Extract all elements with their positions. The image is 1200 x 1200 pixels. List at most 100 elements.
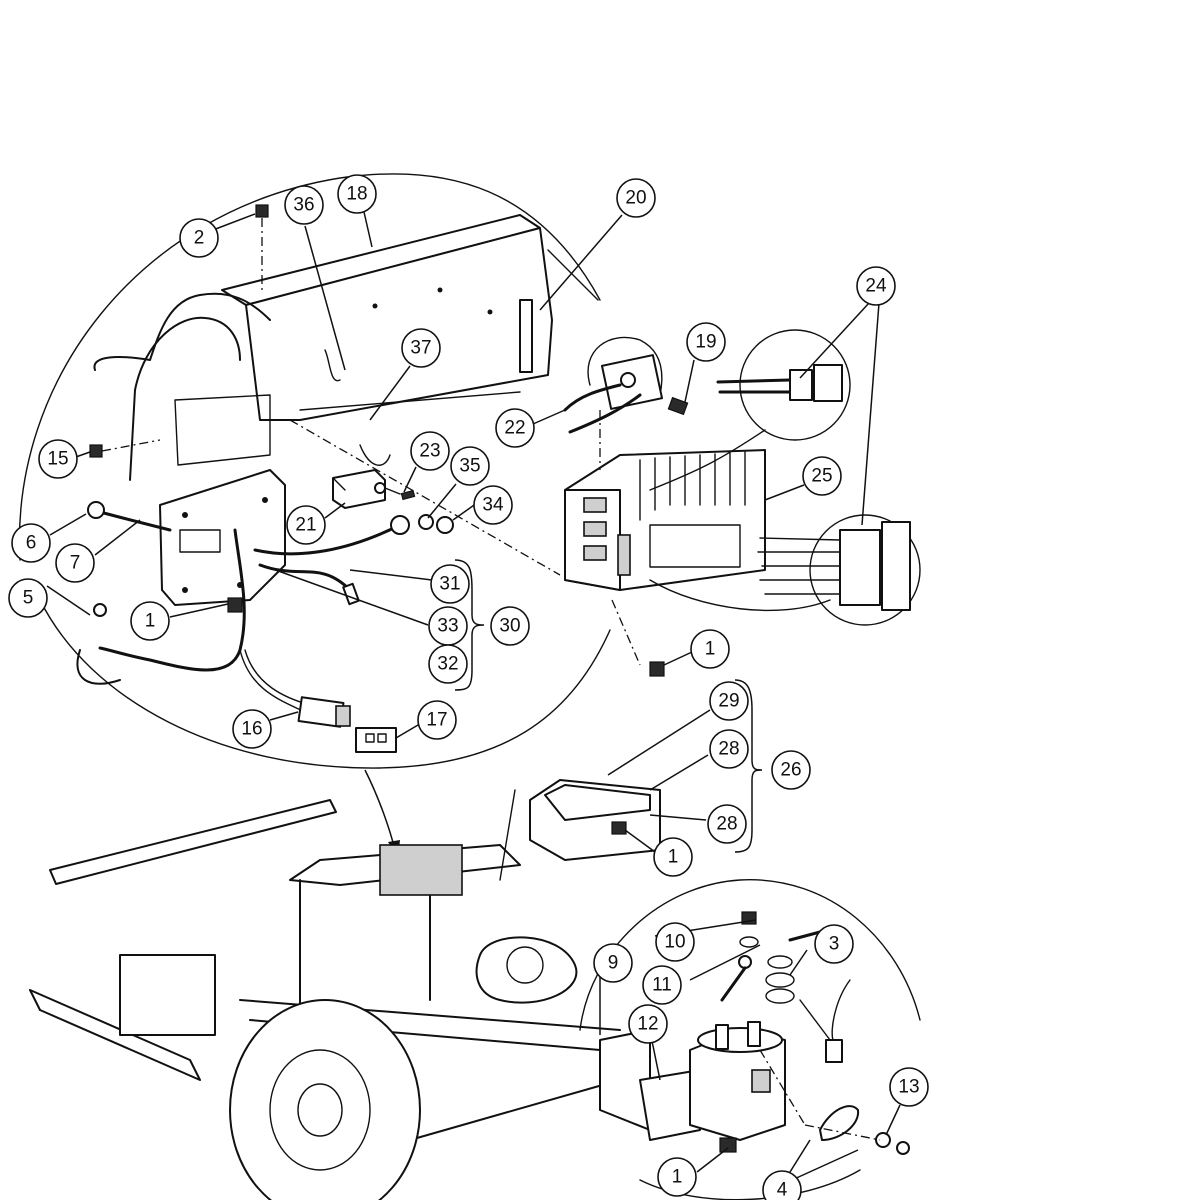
- callout-5: 5: [8, 578, 48, 618]
- callout-1-c: 1: [653, 837, 693, 877]
- svg-text:4: 4: [777, 1180, 788, 1200]
- callout-1-b: 1: [690, 629, 730, 669]
- callout-37: 37: [401, 328, 441, 368]
- callout-12: 12: [628, 1004, 668, 1044]
- callout-33: 33: [428, 606, 468, 646]
- switch-21: [332, 469, 401, 509]
- callout-1-d: 1: [657, 1157, 697, 1197]
- lower-detail-view: [579, 879, 921, 1200]
- upper-detail-view: [18, 173, 921, 769]
- callout-24: 24: [856, 266, 896, 306]
- callout-28-b: 28: [707, 804, 747, 844]
- callout-26: 26: [771, 750, 811, 790]
- mounting-bracket: [221, 214, 599, 421]
- upper-detail-outline-top: [18, 173, 601, 561]
- callout-17: 17: [417, 700, 457, 740]
- svg-text:18: 18: [346, 184, 367, 205]
- svg-text:29: 29: [718, 691, 739, 712]
- svg-text:24: 24: [865, 276, 887, 297]
- guide-line: [289, 419, 561, 576]
- callout-19: 19: [686, 322, 726, 362]
- callout-4: 4: [762, 1170, 802, 1200]
- callout-35: 35: [450, 446, 490, 486]
- callout-20: 20: [616, 178, 656, 218]
- svg-text:7: 7: [70, 553, 81, 574]
- callout-25: 25: [802, 456, 842, 496]
- svg-text:3: 3: [829, 934, 840, 955]
- solenoid-hardware: [719, 911, 910, 1155]
- callout-18: 18: [337, 174, 377, 214]
- callout-7: 7: [55, 543, 95, 583]
- callout-30: 30: [490, 606, 530, 646]
- detail-arrow: [364, 769, 396, 851]
- svg-text:12: 12: [637, 1014, 658, 1035]
- leader-lines: [46, 211, 901, 1181]
- callout-13: 13: [889, 1067, 929, 1107]
- callout-6: 6: [11, 523, 51, 563]
- callout-34: 34: [473, 485, 513, 525]
- svg-text:23: 23: [419, 441, 440, 462]
- svg-text:10: 10: [664, 932, 685, 953]
- svg-text:1: 1: [672, 1167, 683, 1188]
- controller-plate: [159, 469, 286, 606]
- svg-text:11: 11: [652, 975, 672, 996]
- wiring-harness: [76, 349, 410, 713]
- upper-detail-outline-bottom: [39, 599, 611, 769]
- svg-text:28: 28: [718, 739, 739, 760]
- controller-connector-inset: [563, 336, 689, 470]
- svg-text:37: 37: [410, 338, 431, 359]
- callout-3: 3: [814, 924, 854, 964]
- svg-text:32: 32: [437, 654, 458, 675]
- svg-text:34: 34: [482, 495, 504, 516]
- callout-16: 16: [232, 709, 272, 749]
- rear-wheel: [229, 999, 421, 1200]
- svg-text:35: 35: [459, 456, 480, 477]
- svg-text:26: 26: [780, 760, 801, 781]
- connector-inset-24: [716, 329, 851, 441]
- controller-assembly-26: [499, 779, 661, 881]
- svg-text:1: 1: [705, 639, 716, 660]
- svg-text:19: 19: [695, 332, 716, 353]
- callout-32: 32: [428, 644, 468, 684]
- svg-text:16: 16: [241, 719, 262, 740]
- svg-text:30: 30: [499, 616, 520, 637]
- svg-text:9: 9: [608, 953, 619, 974]
- callout-10: 10: [655, 922, 695, 962]
- svg-text:22: 22: [504, 418, 525, 439]
- svg-text:21: 21: [295, 515, 316, 536]
- callout-2: 2: [179, 218, 219, 258]
- connector-17: [355, 727, 397, 753]
- svg-text:28: 28: [716, 814, 737, 835]
- svg-text:13: 13: [898, 1077, 919, 1098]
- callout-1-a: 1: [130, 601, 170, 641]
- controller-in-vehicle: [379, 844, 463, 896]
- svg-text:33: 33: [437, 616, 458, 637]
- svg-text:1: 1: [145, 611, 156, 632]
- svg-text:20: 20: [625, 188, 646, 209]
- callout-36: 36: [284, 185, 324, 225]
- svg-text:25: 25: [811, 466, 832, 487]
- bracket-12: [639, 1069, 701, 1141]
- callout-23: 23: [410, 431, 450, 471]
- frame-arch: [93, 292, 271, 481]
- guide-line: [611, 599, 641, 666]
- callout-22: 22: [495, 408, 535, 448]
- callout-29: 29: [709, 681, 749, 721]
- svg-text:5: 5: [23, 588, 34, 609]
- svg-text:31: 31: [439, 574, 460, 595]
- solenoid: [689, 1021, 786, 1141]
- hardware-bits: [89, 204, 454, 613]
- svg-text:15: 15: [47, 449, 68, 470]
- svg-text:36: 36: [293, 195, 314, 216]
- svg-text:17: 17: [426, 710, 447, 731]
- callout-31: 31: [430, 564, 470, 604]
- callout-9: 9: [593, 943, 633, 983]
- svg-text:1: 1: [668, 847, 679, 868]
- motor-controller: [564, 429, 831, 612]
- callout-21: 21: [286, 505, 326, 545]
- connector-inset-large: [757, 514, 921, 626]
- callout-15: 15: [38, 439, 78, 479]
- callout-28-a: 28: [709, 729, 749, 769]
- screw-1: [649, 661, 665, 677]
- callout-11: 11: [642, 965, 682, 1005]
